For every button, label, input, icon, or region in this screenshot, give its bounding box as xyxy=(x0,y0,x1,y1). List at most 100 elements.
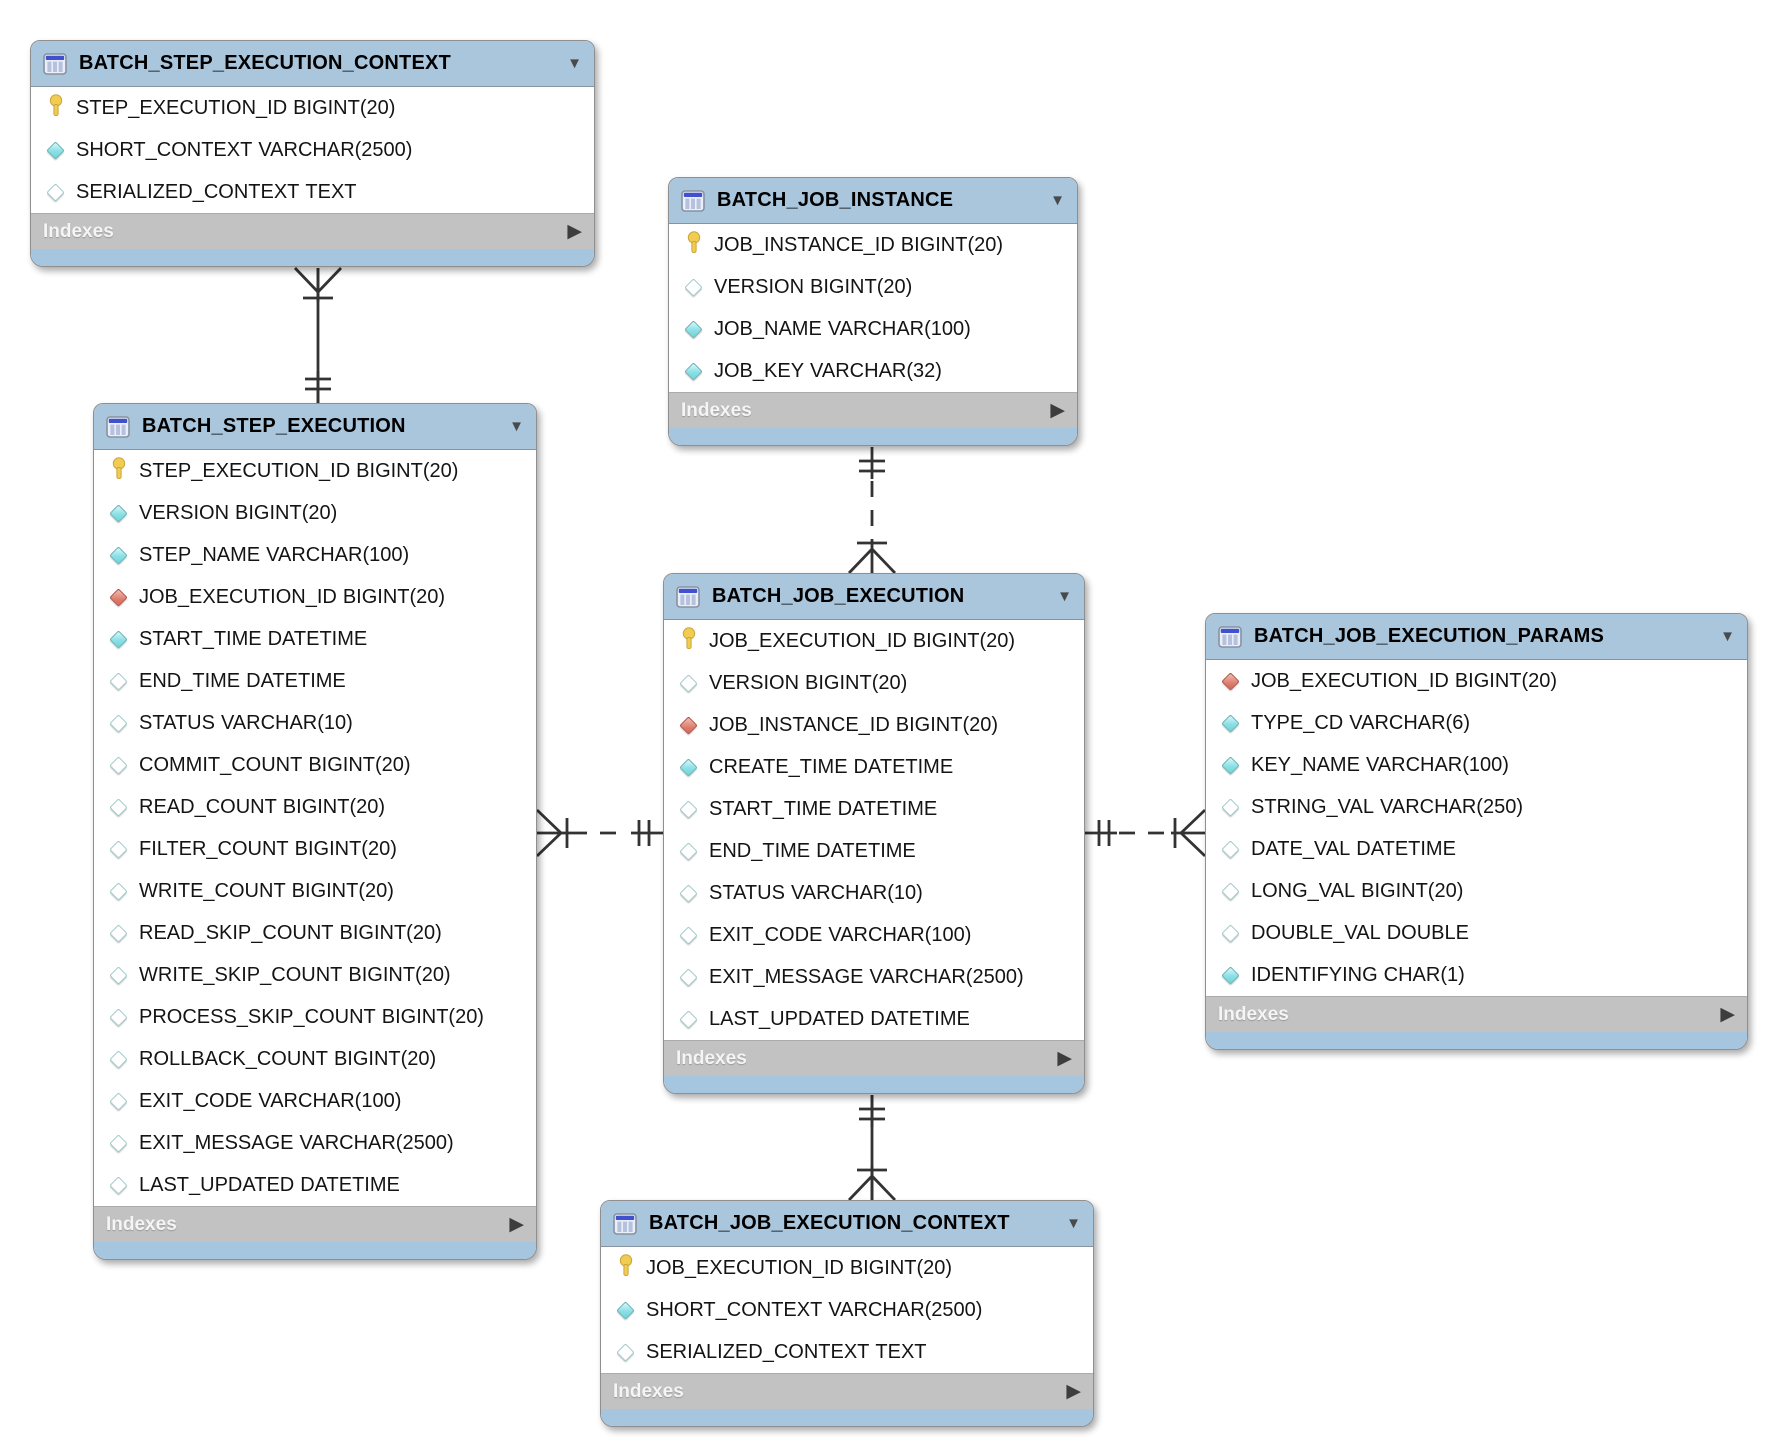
column-name: FILTER_COUNT xyxy=(139,837,289,860)
column-type: BIGINT(20) xyxy=(810,275,913,298)
column-type: BIGINT(20) xyxy=(912,629,1016,652)
collapse-arrow-icon[interactable]: ▼ xyxy=(1057,588,1072,605)
collapse-arrow-icon[interactable]: ▼ xyxy=(1720,628,1735,645)
nullable-column-icon xyxy=(679,841,698,861)
column-name: TYPE_CD xyxy=(1251,711,1344,734)
column-name: STEP_EXECUTION_ID xyxy=(76,96,288,119)
table-batch_job_execution_params[interactable]: BATCH_JOB_EXECUTION_PARAMS▼JOB_EXECUTION… xyxy=(1205,613,1748,1050)
collapse-arrow-icon[interactable]: ▼ xyxy=(509,418,524,435)
column-name: READ_SKIP_COUNT xyxy=(139,921,334,944)
nullable-column-icon-wrap xyxy=(105,923,132,943)
collapse-arrow-icon[interactable]: ▼ xyxy=(1066,1215,1081,1232)
table-footer-strip xyxy=(31,249,594,266)
collapse-arrow-icon[interactable]: ▼ xyxy=(1050,192,1065,209)
nullable-column-icon-wrap xyxy=(675,883,702,903)
indexes-section[interactable]: Indexes▶ xyxy=(664,1040,1084,1076)
relationship-batch_step_execution_context--batch_step_execution[interactable] xyxy=(293,267,343,403)
column-type: VARCHAR(2500) xyxy=(299,1131,454,1154)
nullable-column-icon xyxy=(679,925,698,945)
indexes-section[interactable]: Indexes▶ xyxy=(1206,996,1747,1032)
table-header[interactable]: BATCH_JOB_EXECUTION_CONTEXT▼ xyxy=(601,1201,1093,1247)
relationship-batch_step_execution--batch_job_execution[interactable] xyxy=(536,808,663,858)
nullable-column-icon xyxy=(46,182,65,202)
table-batch_step_execution_context[interactable]: BATCH_STEP_EXECUTION_CONTEXT ▼ STEP_EXECUT… xyxy=(30,40,595,267)
column-type: BIGINT(20) xyxy=(895,713,999,736)
table-header[interactable]: BATCH_JOB_INSTANCE▼ xyxy=(669,178,1077,224)
table-header[interactable]: BATCH_JOB_EXECUTION_PARAMS▼ xyxy=(1206,614,1747,660)
table-header[interactable]: BATCH_STEP_EXECUTION_CONTEXT ▼ xyxy=(31,41,594,87)
indexes-section[interactable]: Indexes▶ xyxy=(94,1206,536,1242)
indexes-section[interactable]: Indexes▶ xyxy=(601,1373,1093,1409)
relationship-batch_job_instance--batch_job_execution[interactable] xyxy=(847,447,897,574)
nullable-column-icon-wrap xyxy=(105,1049,132,1069)
nullable-column-icon xyxy=(679,1009,698,1029)
column-type: BIGINT(20) xyxy=(356,459,459,482)
notnull-column-icon-wrap xyxy=(1217,965,1244,985)
relationship-batch_job_execution--batch_job_execution_context[interactable] xyxy=(847,1095,897,1201)
table-title: BATCH_STEP_EXECUTION_CONTEXT xyxy=(79,52,451,74)
collapse-arrow-icon[interactable]: ▼ xyxy=(567,55,582,72)
table-header[interactable]: BATCH_STEP_EXECUTION▼ xyxy=(94,404,536,450)
indexes-section[interactable]: Indexes▶ xyxy=(669,392,1077,428)
column-name: ROLLBACK_COUNT xyxy=(139,1047,328,1070)
nullable-column-icon xyxy=(109,713,128,733)
nullable-column-icon xyxy=(109,755,128,775)
column-type: BIGINT(20) xyxy=(339,921,442,944)
table-header[interactable]: BATCH_JOB_EXECUTION▼ xyxy=(664,574,1084,620)
column-name: DATE_VAL xyxy=(1251,837,1351,860)
indexes-section[interactable]: Indexes▶ xyxy=(31,213,594,249)
relationship-batch_job_execution--batch_job_execution_params[interactable] xyxy=(1085,808,1206,858)
table-batch_job_execution_context[interactable]: BATCH_JOB_EXECUTION_CONTEXT▼JOB_EXECUTIO… xyxy=(600,1200,1094,1427)
